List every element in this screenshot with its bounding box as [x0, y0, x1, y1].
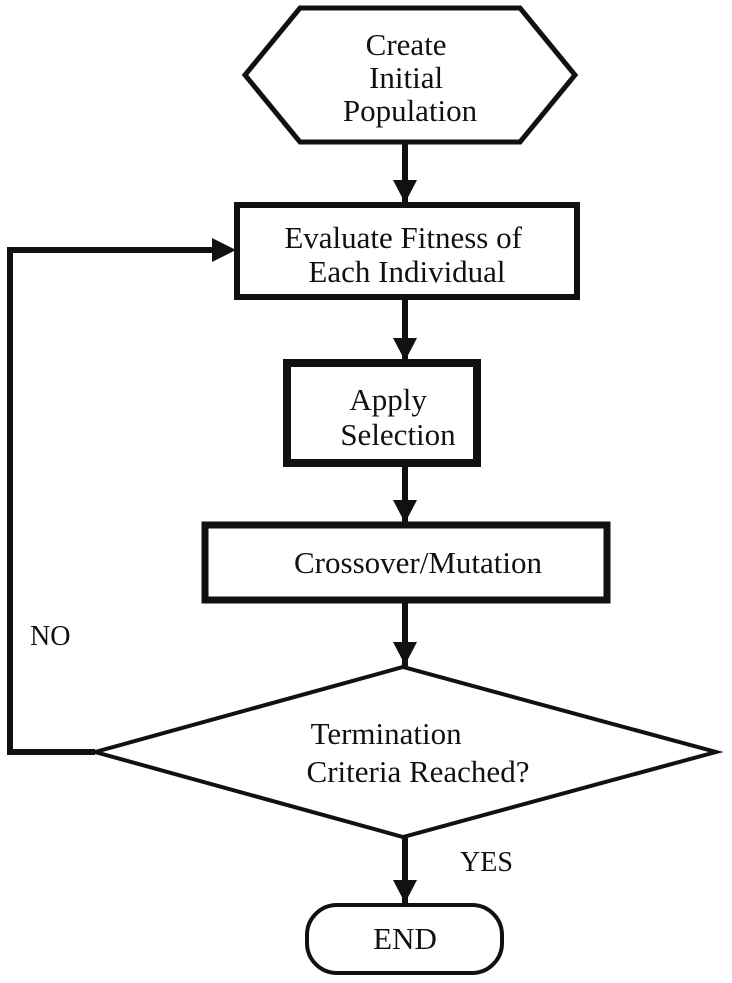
- decision-diamond: [87, 664, 724, 840]
- evaluate-label-line-1: Evaluate Fitness of: [284, 220, 522, 255]
- arrowhead-crossover-to-decision: [393, 642, 417, 665]
- end-terminator: [305, 903, 504, 975]
- decision-label: Termination Criteria Reached?: [307, 716, 530, 789]
- arrowhead-loop-to-evaluate: [212, 238, 236, 262]
- no-edge-label: NO: [30, 621, 70, 652]
- start-label: Create Initial Population: [343, 27, 478, 128]
- selection-label-line-2: Selection: [340, 417, 456, 452]
- evaluate-label-line-2: Each Individual: [308, 254, 505, 289]
- edge-decision-to-evaluate-loop: [7, 247, 212, 755]
- end-label: END: [373, 921, 437, 956]
- start-hexagon: [241, 5, 579, 145]
- yes-edge-label: YES: [460, 847, 513, 878]
- selection-label-line-1: Apply: [349, 382, 427, 417]
- decision-label-line-2: Criteria Reached?: [307, 754, 530, 789]
- crossover-box: [201, 521, 611, 604]
- evaluate-label: Evaluate Fitness of Each Individual: [284, 220, 529, 289]
- selection-box: [283, 359, 481, 467]
- arrowhead-start-to-evaluate: [393, 180, 417, 203]
- arrowhead-selection-to-crossover: [393, 500, 417, 523]
- start-label-line-3: Population: [343, 93, 478, 128]
- selection-label: Apply Selection: [340, 382, 456, 452]
- crossover-label: Crossover/Mutation: [294, 545, 542, 580]
- evaluate-box: [234, 202, 580, 300]
- arrowhead-decision-to-end: [393, 880, 417, 903]
- decision-label-line-1: Termination: [311, 716, 463, 751]
- start-label-line-2: Initial: [369, 60, 443, 95]
- start-label-line-1: Create: [366, 27, 447, 62]
- arrowhead-evaluate-to-selection: [393, 338, 417, 361]
